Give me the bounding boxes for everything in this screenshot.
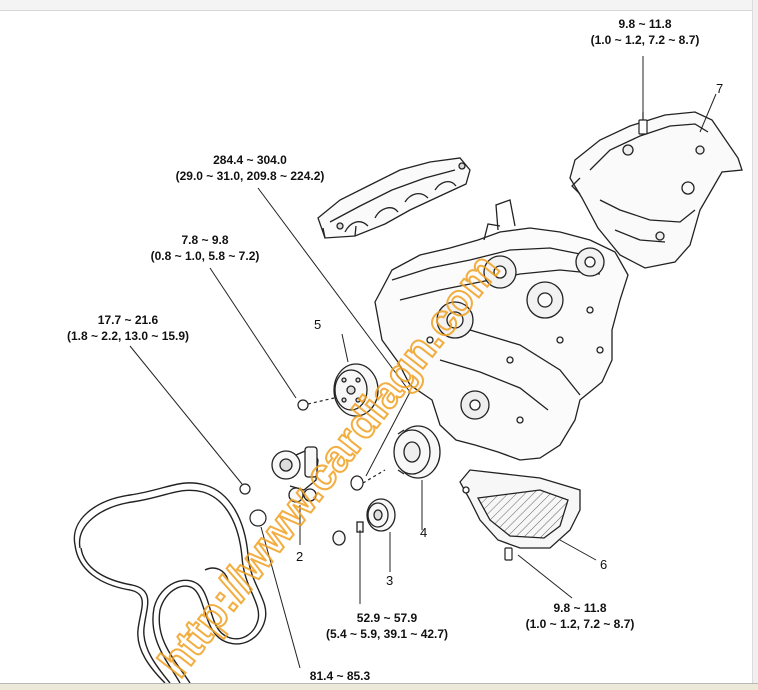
- torque-spec-bottom: 81.4 ~ 85.3: [280, 668, 400, 684]
- torque-spec-idler: 52.9 ~ 57.9 (5.4 ~ 5.9, 39.1 ~ 42.7): [302, 610, 472, 642]
- drive-belt: [73, 482, 267, 684]
- spec-value-alt: (1.0 ~ 1.2, 7.2 ~ 8.7): [590, 33, 700, 47]
- spec-value-nm: 9.8 ~ 11.8: [553, 601, 607, 615]
- torque-spec-water-pump-pulley: 7.8 ~ 9.8 (0.8 ~ 1.0, 5.8 ~ 7.2): [130, 232, 280, 264]
- crankshaft-pulley-bolt: [350, 469, 386, 491]
- spec-value-nm: 81.4 ~ 85.3: [309, 669, 371, 683]
- spec-value-alt: (29.0 ~ 31.0, 209.8 ~ 224.2): [175, 169, 325, 183]
- spec-value-nm: 9.8 ~ 11.8: [618, 17, 672, 31]
- auto-tensioner: [271, 446, 319, 503]
- torque-spec-tensioner: 17.7 ~ 21.6 (1.8 ~ 2.2, 13.0 ~ 15.9): [48, 312, 208, 344]
- idler-pulley: [332, 498, 396, 546]
- water-pump-pulley-bolt: [297, 397, 335, 411]
- spec-value-nm: 17.7 ~ 21.6: [97, 313, 159, 327]
- intake-manifold: [317, 157, 471, 239]
- window-top-bar: [0, 0, 758, 11]
- callout-5: 5: [314, 317, 322, 332]
- oil-pan: [459, 469, 581, 549]
- spec-value-nm: 7.8 ~ 9.8: [181, 233, 229, 247]
- callout-7: 7: [716, 81, 724, 96]
- oil-pan-bolt: [504, 547, 513, 561]
- spec-value-nm: 284.4 ~ 304.0: [213, 153, 287, 167]
- callout-2: 2: [296, 549, 304, 564]
- cylinder-head-cover: [569, 111, 743, 269]
- engine-block: [374, 199, 629, 461]
- water-pump-pulley: [333, 363, 379, 417]
- spec-value-alt: (5.4 ~ 5.9, 39.1 ~ 42.7): [325, 627, 449, 641]
- callout-6: 6: [600, 557, 608, 572]
- spec-value-alt: (1.8 ~ 2.2, 13.0 ~ 15.9): [66, 329, 190, 343]
- torque-spec-head-cover: 9.8 ~ 11.8 (1.0 ~ 1.2, 7.2 ~ 8.7): [570, 16, 720, 48]
- window-bottom-bar: [0, 683, 758, 690]
- torque-spec-oil-pan: 9.8 ~ 11.8 (1.0 ~ 1.2, 7.2 ~ 8.7): [505, 600, 655, 632]
- crankshaft-damper-pulley: [393, 425, 441, 479]
- tensioner-bolt: [239, 483, 267, 527]
- spec-value-alt: (1.0 ~ 1.2, 7.2 ~ 8.7): [525, 617, 635, 631]
- torque-spec-crank-pulley: 284.4 ~ 304.0 (29.0 ~ 31.0, 209.8 ~ 224.…: [150, 152, 350, 184]
- spec-value-nm: 52.9 ~ 57.9: [356, 611, 418, 625]
- callout-4: 4: [420, 525, 428, 540]
- head-cover-bolt: [638, 56, 648, 135]
- vertical-scrollbar[interactable]: [752, 0, 758, 683]
- leader-lines: [129, 93, 717, 669]
- spec-value-alt: (0.8 ~ 1.0, 5.8 ~ 7.2): [150, 249, 260, 263]
- callout-3: 3: [386, 573, 394, 588]
